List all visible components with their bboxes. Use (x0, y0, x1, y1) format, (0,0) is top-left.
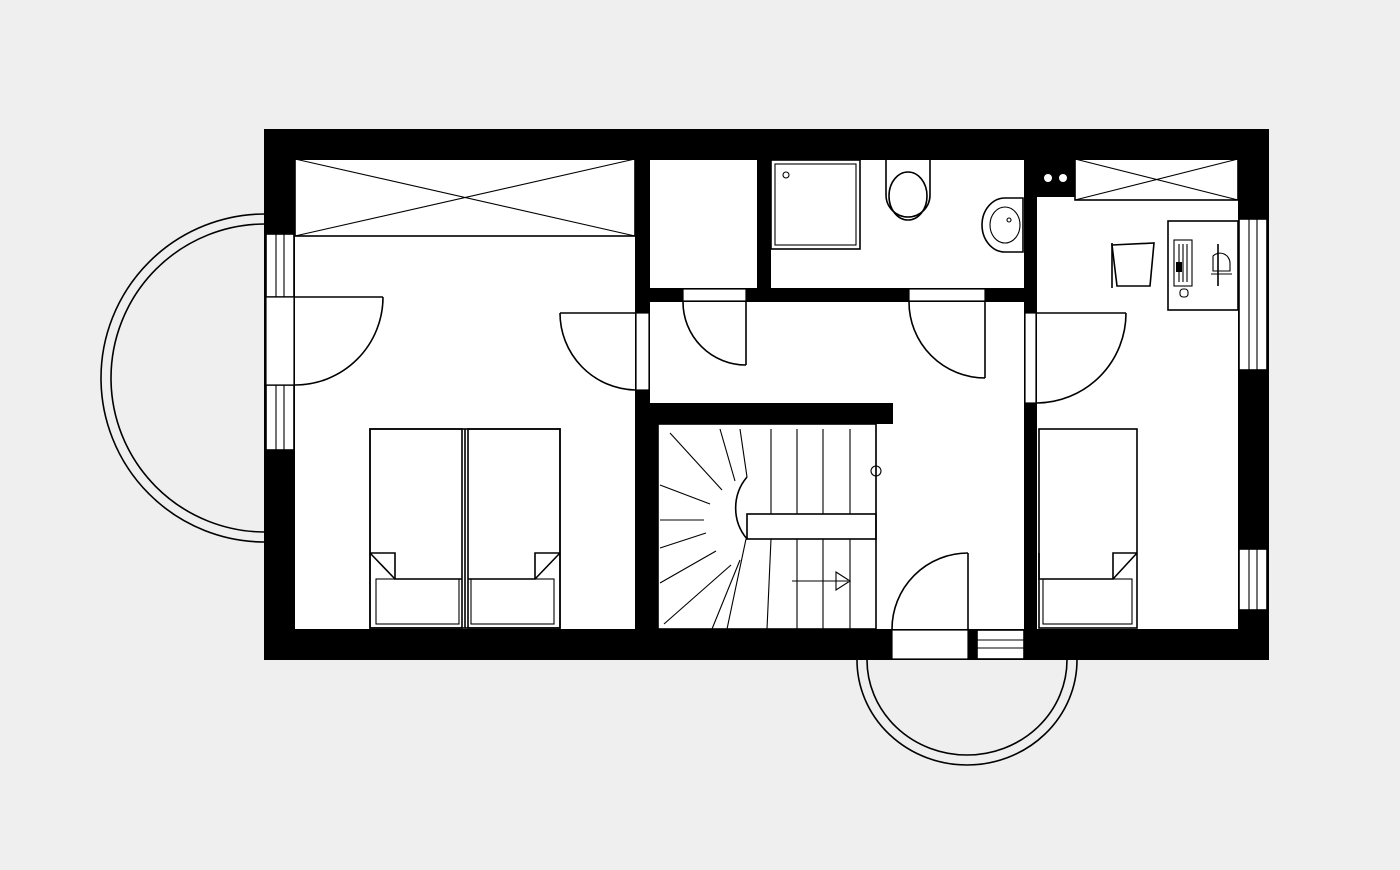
wardrobe-right (1074, 158, 1239, 201)
computer-icon (1173, 239, 1232, 298)
round-porch-entrance (856, 659, 1078, 766)
desk (1167, 220, 1239, 311)
window-icon (265, 218, 1268, 660)
door-swing-icon (294, 296, 1127, 630)
toilet (885, 160, 931, 221)
single-bed (1038, 428, 1138, 629)
winder-staircase (657, 423, 882, 630)
wardrobe-left (294, 158, 636, 237)
double-bed (369, 428, 561, 629)
power-outlet (1037, 160, 1075, 197)
chair-icon (1111, 242, 1155, 288)
shower (770, 159, 861, 250)
washbasin (981, 197, 1024, 253)
door-openings (265, 288, 1037, 660)
round-balcony-left (100, 213, 266, 543)
stair-direction-arrow-icon (792, 570, 852, 592)
